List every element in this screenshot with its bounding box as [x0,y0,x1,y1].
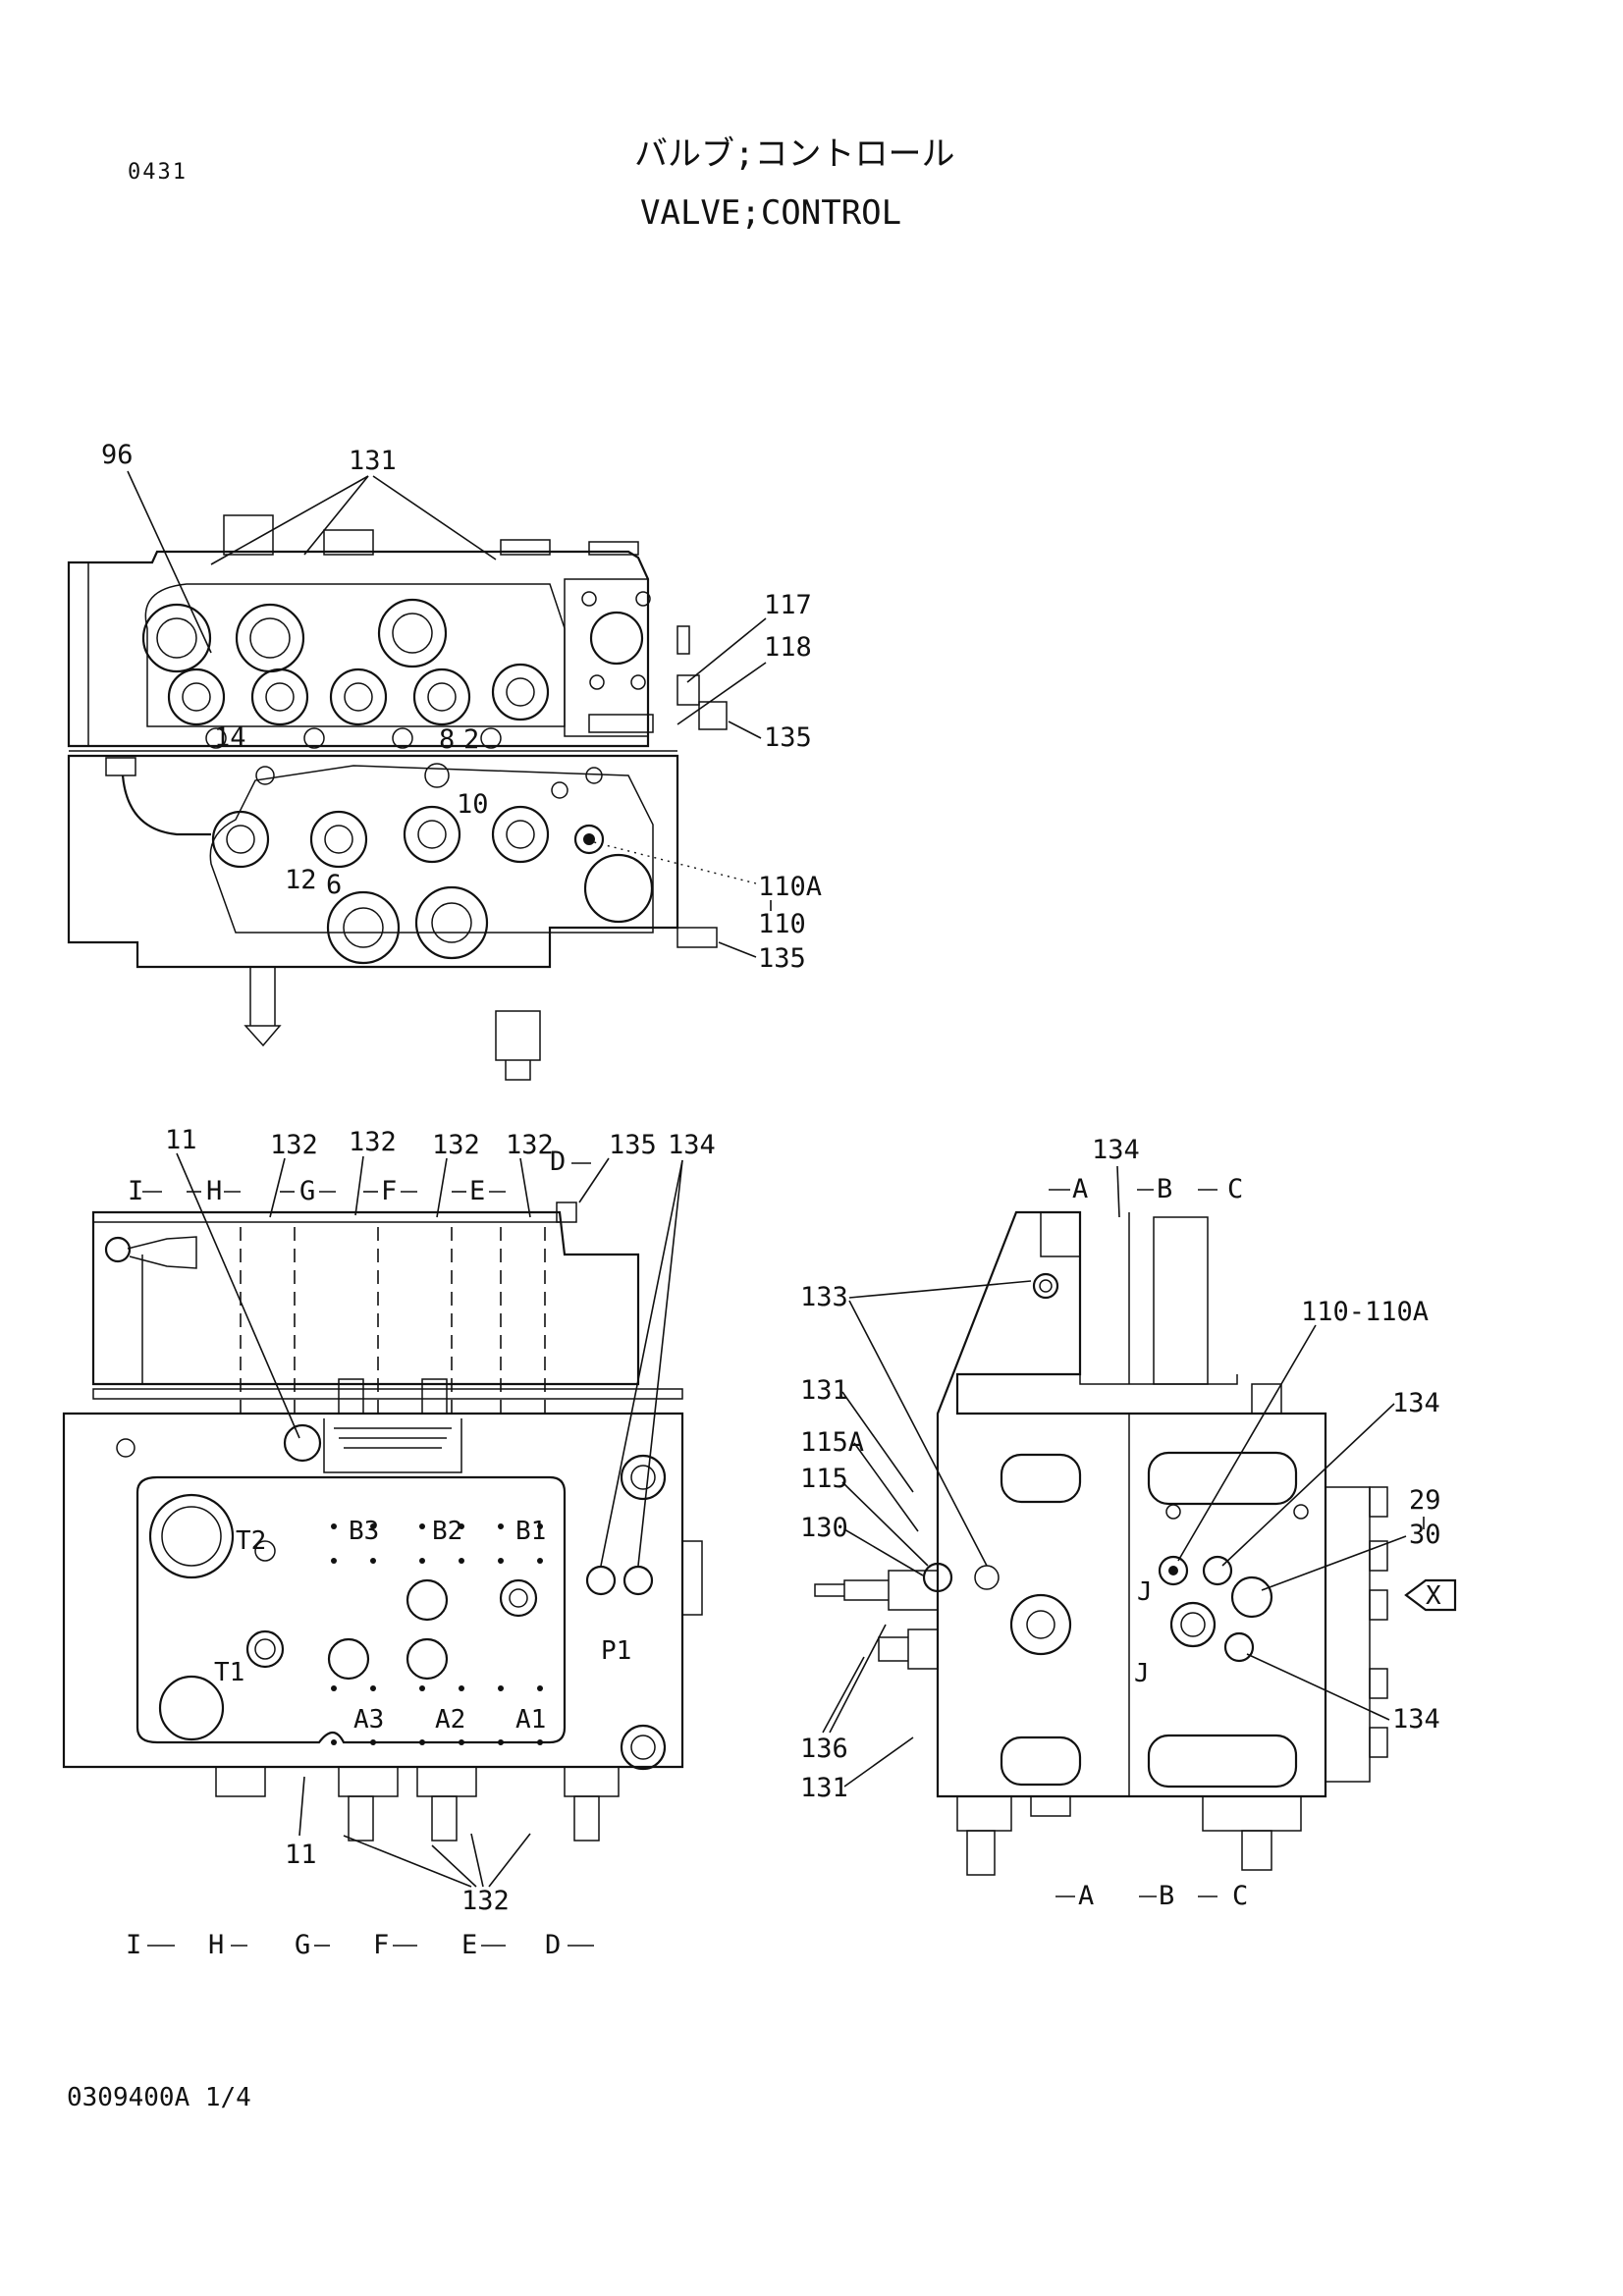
port-A2: A2 [435,1705,465,1735]
callout-134: 134 [668,1130,716,1160]
front-section-letters-top: I H G F E [128,1176,506,1206]
callout-110: 110 [758,909,806,939]
section-letter-D-top: D [550,1147,566,1177]
section-letter-E-bottom: E [461,1930,477,1960]
callout-29: 29 [1409,1485,1441,1516]
callout-14: 14 [214,722,246,753]
callout-132-4: 132 [506,1130,554,1160]
section-letter-G-bottom: G [295,1930,310,1960]
section-letter-C-bottom: C [1232,1881,1248,1911]
section-letter-G-top: G [299,1176,315,1206]
title-japanese: バルブ;コントロール [634,134,954,174]
callout-2: 2 [463,724,479,755]
section-letter-I-top: I [128,1176,143,1206]
top-view-drawing [67,514,728,1081]
callout-131-lower: 131 [800,1773,848,1803]
title-english: VALVE;CONTROL [640,193,901,233]
callout-135: 135 [609,1130,657,1160]
section-letter-I-bottom: I [126,1930,141,1960]
port-P1: P1 [601,1636,631,1666]
callout-133: 133 [800,1282,848,1312]
port-J-lower: J [1134,1659,1150,1688]
section-letter-E-top: E [469,1176,485,1206]
callout-135-upper: 135 [764,722,812,753]
section-letter-C-top: C [1227,1174,1243,1204]
callout-132-lower: 132 [461,1886,510,1916]
front-view-drawing [62,1201,703,1842]
section-letter-H-bottom: H [208,1930,224,1960]
port-B2: B2 [432,1517,462,1546]
section-letter-B-bottom: B [1159,1881,1174,1911]
callout-30: 30 [1409,1520,1441,1550]
bolt-holes [331,1523,543,1745]
callout-136: 136 [800,1734,848,1764]
callout-110A: 110A [758,872,822,902]
callout-96: 96 [101,440,134,470]
callout-110-110A: 110-110A [1301,1297,1429,1327]
port-B3: B3 [349,1517,379,1546]
section-letter-B-top: B [1157,1174,1172,1204]
catalog-code: 0431 [128,160,188,185]
callout-12: 12 [285,865,317,895]
callout-6: 6 [326,870,342,900]
side-view-callouts: 134 133 131 115A 115 130 136 131 110-110… [800,1135,1441,1803]
section-letter-H-top: H [206,1176,222,1206]
callout-134-top: 134 [1092,1135,1140,1165]
port-T2: T2 [236,1526,266,1556]
section-letter-D-bottom: D [545,1930,561,1960]
callout-115A: 115A [800,1427,864,1458]
callout-8: 8 [439,724,455,755]
callout-11-lower: 11 [285,1840,317,1870]
callout-132-1: 132 [270,1130,318,1160]
section-letter-F-top: F [381,1176,397,1206]
drawing-number: 0309400A 1/4 [67,2083,251,2112]
side-view-drawing: X [814,1210,1457,1876]
view-marker-X: X [1426,1581,1441,1611]
front-ports: B3 B2 B1 T2 T1 P1 A3 A2 A1 [214,1517,631,1735]
callout-10: 10 [457,789,489,820]
header: 0431 バルブ;コントロール VALVE;CONTROL [128,134,954,233]
port-A1: A1 [515,1705,546,1735]
callout-130: 130 [800,1513,848,1543]
callout-135-lower: 135 [758,943,806,974]
callout-118: 118 [764,632,812,663]
callout-132-3: 132 [432,1130,480,1160]
section-letter-F-bottom: F [373,1930,389,1960]
port-T1: T1 [214,1658,244,1687]
port-A3: A3 [353,1705,384,1735]
front-view-callouts: 11 132 132 132 132 D 135 134 11 132 [165,1125,716,1916]
port-B1: B1 [515,1517,546,1546]
callout-134-right: 134 [1392,1388,1440,1418]
section-letter-A-bottom: A [1078,1881,1094,1911]
callout-11-upper: 11 [165,1125,197,1155]
front-section-letters-bottom: I H G F E D [126,1930,594,1960]
callout-131: 131 [349,446,397,476]
callout-132-2: 132 [349,1127,397,1157]
callout-117: 117 [764,590,812,620]
callout-131-upper: 131 [800,1375,848,1406]
top-view-callouts: 96 131 117 118 135 14 8 2 10 110A 12 6 1… [101,440,822,974]
callout-134-lower: 134 [1392,1704,1440,1735]
port-J-upper: J [1137,1577,1153,1607]
callout-115: 115 [800,1464,848,1494]
side-section-letters: A B C A B C J J [1049,1174,1248,1911]
section-letter-A-top: A [1072,1174,1088,1204]
